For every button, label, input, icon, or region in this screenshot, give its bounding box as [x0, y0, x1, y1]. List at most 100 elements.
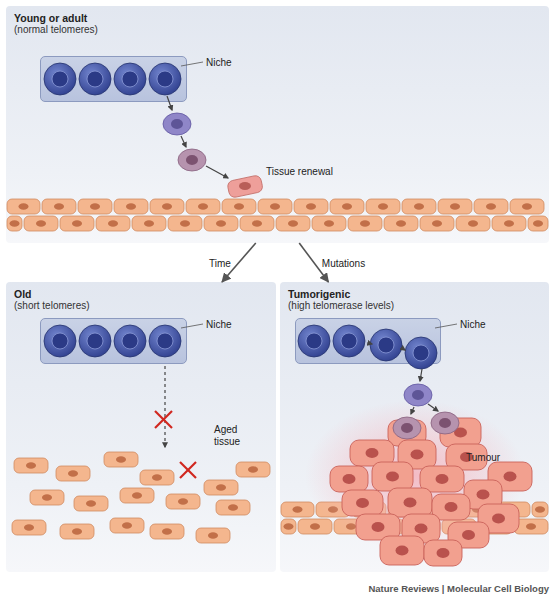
- tissue-cell: [74, 496, 108, 511]
- tissue-cell: [104, 452, 138, 467]
- leader-line: [435, 324, 457, 328]
- tumour-cell: [488, 462, 532, 491]
- nucleus: [504, 220, 514, 226]
- edge-label: Time: [209, 258, 231, 269]
- nucleus: [522, 203, 532, 209]
- lineage-arrow: [402, 348, 405, 350]
- nucleus: [284, 523, 294, 529]
- tissue-cell: [334, 519, 368, 534]
- tissue-cell: [460, 502, 494, 517]
- nucleus: [157, 333, 173, 349]
- tissue-cell: [370, 519, 404, 534]
- nucleus: [270, 203, 280, 209]
- tissue-cell: [236, 462, 270, 477]
- nucleus: [412, 390, 424, 400]
- panel-band: Tumorigenic(high telomerase levels)Niche: [280, 282, 549, 572]
- nucleus: [533, 220, 543, 226]
- niche-label: Niche: [206, 319, 232, 330]
- tissue-cells: [7, 199, 548, 231]
- red-cross: [155, 411, 172, 428]
- tissue-cell: [78, 199, 112, 214]
- tissue-cell: [298, 519, 332, 534]
- nucleus: [535, 506, 545, 512]
- tissue-cell: [240, 216, 274, 231]
- nucleus: [288, 220, 298, 226]
- tissue-cell: [196, 528, 230, 543]
- nucleus: [198, 203, 208, 209]
- nucleus: [228, 504, 238, 510]
- nucleus: [360, 220, 370, 226]
- tissue-cell: [312, 216, 346, 231]
- nucleus: [396, 220, 406, 226]
- nucleus: [116, 456, 126, 462]
- tissue-cell: [114, 199, 148, 214]
- nucleus: [432, 220, 442, 226]
- tissue-cells: [281, 502, 548, 534]
- nucleus: [460, 452, 473, 462]
- nucleus: [178, 498, 188, 504]
- stem-cell: [405, 337, 437, 369]
- niche-box: Niche: [295, 318, 441, 364]
- tumour-cell: [424, 540, 462, 566]
- tissue-cell: [528, 216, 548, 231]
- nucleus: [68, 470, 78, 476]
- nucleus: [72, 220, 82, 226]
- nucleus: [454, 428, 467, 438]
- nucleus: [366, 448, 379, 458]
- nucleus: [437, 548, 450, 558]
- lineage-arrow: [411, 407, 414, 414]
- nucleus: [216, 220, 226, 226]
- nucleus: [343, 474, 356, 484]
- nucleus: [24, 524, 34, 530]
- lineage-arrow: [368, 343, 372, 344]
- nucleus: [413, 345, 429, 361]
- nucleus: [378, 337, 394, 353]
- stem-cell: [114, 63, 146, 95]
- nucleus: [19, 203, 29, 209]
- nucleus: [414, 203, 424, 209]
- tissue-cell: [366, 199, 400, 214]
- nucleus: [346, 523, 356, 529]
- stem-cell: [298, 325, 330, 357]
- nucleus: [87, 333, 103, 349]
- nucleus: [162, 528, 172, 534]
- lineage-arrow: [167, 96, 172, 110]
- tumour-cell: [350, 440, 394, 466]
- nucleus: [180, 220, 190, 226]
- nucleus: [372, 522, 385, 532]
- tissue-cell: [60, 524, 94, 539]
- tissue-cell: [140, 470, 174, 485]
- nucleus: [472, 506, 482, 512]
- nucleus: [162, 203, 172, 209]
- stem-cell: [370, 329, 402, 361]
- nucleus: [378, 203, 388, 209]
- tissue-cell: [384, 216, 418, 231]
- nucleus: [248, 466, 258, 472]
- nucleus: [171, 119, 183, 129]
- stem-cells: [44, 63, 437, 369]
- differentiated-cell: [227, 175, 264, 199]
- tissue-cell: [281, 519, 296, 534]
- tumour-cell: [372, 462, 413, 491]
- tumour-cell: [448, 522, 489, 548]
- lineage-arrow: [428, 404, 438, 411]
- nucleus: [356, 498, 369, 508]
- nucleus: [508, 506, 518, 512]
- nucleus: [450, 203, 460, 209]
- nucleus: [477, 490, 490, 500]
- tumour-cell: [478, 504, 519, 533]
- tumour-cells: [330, 412, 532, 566]
- tumour-cell: [388, 420, 426, 446]
- leader-line: [181, 62, 203, 66]
- tissue-cell: [424, 502, 458, 517]
- nucleus: [342, 203, 352, 209]
- tissue-cell: [7, 199, 40, 214]
- stem-cell: [44, 325, 76, 357]
- tissue-cell: [204, 216, 238, 231]
- nucleus: [492, 514, 505, 524]
- niche-label: Niche: [206, 57, 232, 68]
- nucleus: [72, 528, 82, 534]
- nucleus: [216, 484, 226, 490]
- tissue-cell: [330, 199, 364, 214]
- nucleus: [86, 500, 96, 506]
